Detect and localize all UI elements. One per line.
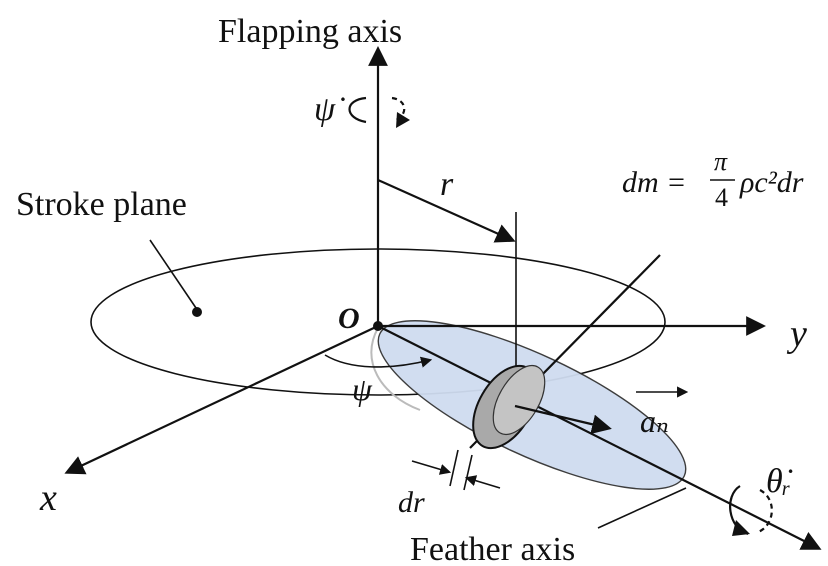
psi-dot-label: ψ̇ [314,91,345,128]
dr-tick-2 [463,454,473,491]
r-label: r [440,166,454,203]
normal-acceleration-arrow [514,404,612,434]
feather-rotation-arrowhead [732,520,750,536]
x-axis-line [64,325,379,475]
origin-label: O [338,302,360,335]
dr-label: dr [398,486,425,519]
wing-root-arc [370,327,421,411]
origin-dot [373,321,383,331]
flapping-rotation-arrowhead [396,112,410,128]
formula-denominator: 4 [715,183,728,212]
dr-tick-1 [449,449,459,487]
stroke-plane-pointer [149,239,197,309]
an-label: aₙ [640,403,669,439]
feather-axis-pointer [597,487,687,529]
flapping-axis-label: Flapping axis [218,13,402,50]
psi-rotation-arrow [324,354,433,368]
formula-lhs: dm = [622,166,686,199]
r-arrow [377,178,516,243]
psi-label: ψ [352,371,373,407]
theta-r-dot-label: θ̇ᵣ [766,463,793,500]
feather-axis-line [377,325,822,550]
dr-arrow-right [464,475,501,489]
feather-rotation-arrow-back [757,489,773,534]
formula-numerator: π [714,147,728,176]
y-axis-label: y [786,313,807,355]
stroke-plane-label: Stroke plane [16,186,187,223]
mass-element-formula: dm = π 4 ρc²dr [622,147,804,212]
stroke-plane-dot [192,307,202,317]
dr-arrow-left [411,460,452,475]
feather-axis-label: Feather axis [410,531,575,566]
flapping-rotation-arrow [348,96,367,124]
x-axis-label: x [39,477,57,519]
formula-rhs: ρc²dr [739,166,804,199]
